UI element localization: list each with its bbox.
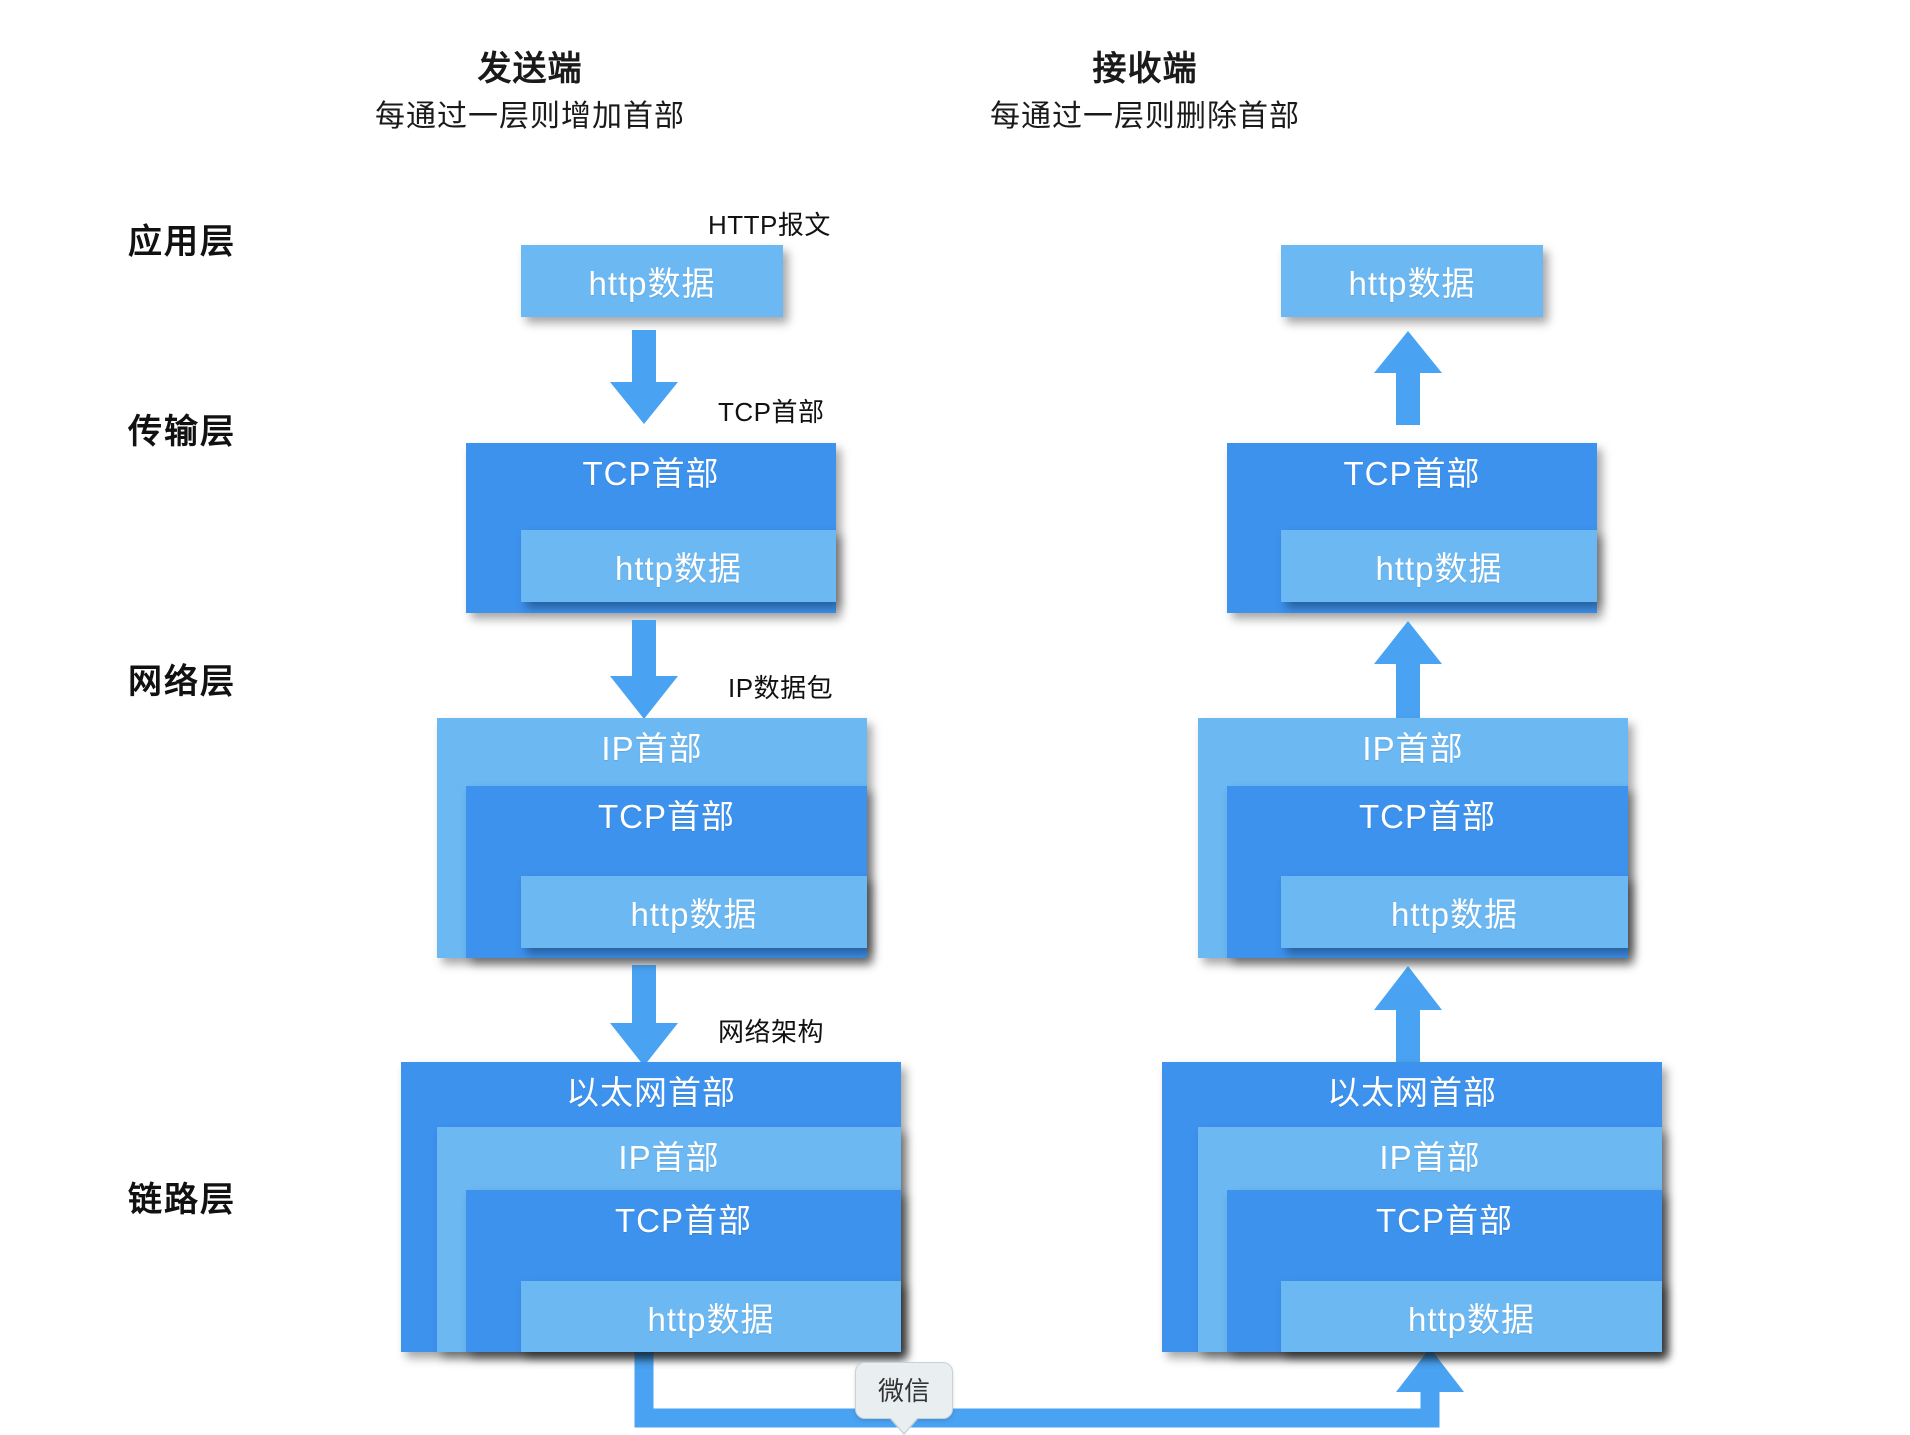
annotation-tcp-header: TCP首部 bbox=[718, 397, 825, 427]
receiver-link-http-data[interactable]: http数据 bbox=[1281, 1281, 1662, 1352]
sender-subtitle: 每通过一层则增加首部 bbox=[375, 99, 685, 133]
sender-transport-http-data-label: http数据 bbox=[614, 550, 743, 587]
sender-link-tcp-header-label: TCP首部 bbox=[615, 1202, 752, 1239]
receiver-subtitle: 每通过一层则删除首部 bbox=[990, 99, 1300, 133]
sender-network-http-data[interactable]: http数据 bbox=[521, 876, 867, 948]
receiver-arrow-link-to-network bbox=[1372, 965, 1444, 1067]
sender-arrow-transport-to-network bbox=[608, 620, 680, 720]
sender-link-ip-header-label: IP首部 bbox=[618, 1139, 720, 1176]
layer-label-application: 应用层 bbox=[128, 223, 236, 261]
sender-title: 发送端 bbox=[477, 50, 583, 88]
receiver-network-http-data[interactable]: http数据 bbox=[1281, 876, 1628, 948]
receiver-link-http-data-label: http数据 bbox=[1407, 1300, 1536, 1338]
sender-arrow-network-to-link bbox=[608, 965, 680, 1067]
receiver-arrow-transport-to-app bbox=[1372, 330, 1444, 425]
receiver-link-ip-header-label: IP首部 bbox=[1379, 1139, 1481, 1176]
receiver-header: 接收端 每通过一层则删除首部 bbox=[945, 48, 1345, 137]
layer-label-link: 链路层 bbox=[128, 1181, 236, 1219]
receiver-title: 接收端 bbox=[1092, 50, 1198, 88]
sender-header: 发送端 每通过一层则增加首部 bbox=[330, 48, 730, 137]
wechat-callout-label: 微信 bbox=[878, 1376, 931, 1406]
receiver-network-tcp-header-label: TCP首部 bbox=[1359, 798, 1496, 835]
sender-arrow-app-to-transport bbox=[608, 330, 680, 425]
receiver-transport-http-data[interactable]: http数据 bbox=[1281, 530, 1597, 602]
sender-link-http-data[interactable]: http数据 bbox=[521, 1281, 901, 1352]
wechat-callout[interactable]: 微信 bbox=[855, 1362, 954, 1435]
annotation-ip-packet: IP数据包 bbox=[728, 673, 834, 703]
layer-label-transport: 传输层 bbox=[128, 413, 236, 451]
annotation-network-architecture: 网络架构 bbox=[718, 1017, 825, 1047]
layer-label-network: 网络层 bbox=[128, 663, 236, 701]
sender-transport-http-data[interactable]: http数据 bbox=[521, 530, 836, 602]
annotation-http-message: HTTP报文 bbox=[708, 210, 831, 240]
receiver-link-tcp-header-label: TCP首部 bbox=[1376, 1202, 1513, 1239]
receiver-arrow-network-to-transport bbox=[1372, 620, 1444, 720]
receiver-network-http-data-label: http数据 bbox=[1390, 896, 1519, 933]
sender-network-tcp-header-label: TCP首部 bbox=[598, 798, 735, 835]
sender-link-http-data-label: http数据 bbox=[647, 1300, 775, 1338]
sender-network-http-data-label: http数据 bbox=[630, 896, 758, 933]
receiver-transport-http-data-label: http数据 bbox=[1375, 550, 1503, 587]
